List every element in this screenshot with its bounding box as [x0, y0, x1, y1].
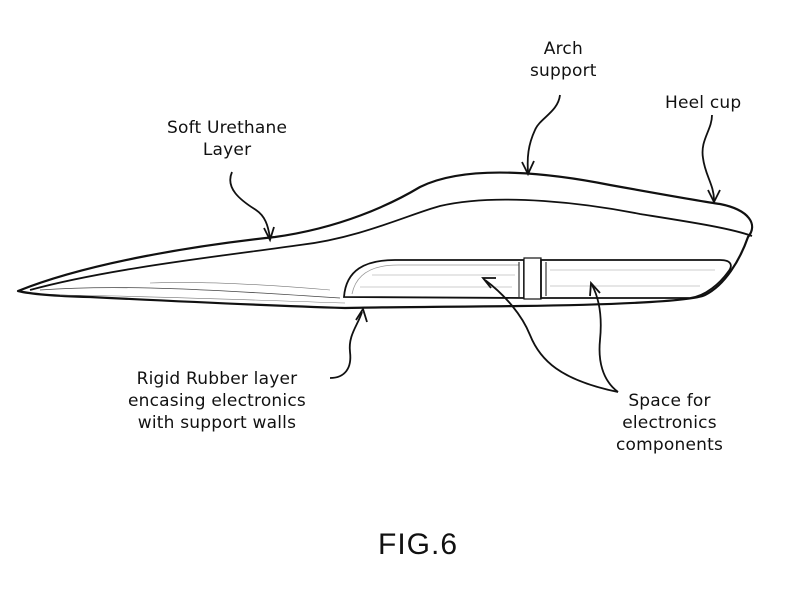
label-heel-cup: Heel cup — [665, 92, 741, 114]
arrowhead — [481, 277, 496, 289]
arrowhead — [355, 306, 368, 323]
electronics-cavity-rear — [540, 259, 732, 299]
insole-outline — [16, 171, 754, 310]
urethane-layer-boundary — [29, 198, 753, 291]
leader-electronics-2 — [591, 284, 619, 393]
sole-sheen-line — [59, 294, 346, 304]
label-line: encasing electronics — [128, 391, 306, 411]
arrowhead — [589, 280, 601, 297]
leader-heel-cup — [701, 114, 715, 201]
label-line: electronics — [622, 413, 717, 433]
leader-electronics-1 — [484, 279, 619, 393]
label-electronics-space: Space for electronics components — [616, 390, 723, 456]
label-line: Heel cup — [665, 93, 742, 113]
label-line: with support walls — [137, 413, 297, 433]
leader-rigid-rubber — [329, 311, 363, 379]
figure-label: FIG.6 — [378, 528, 459, 561]
label-soft-urethane: Soft Urethane Layer — [167, 117, 287, 161]
label-line: components — [616, 435, 724, 455]
label-arch-support: Arch support — [530, 38, 597, 82]
arrowhead — [263, 226, 275, 243]
label-line: Space for — [628, 391, 711, 411]
sole-sheen-line — [39, 287, 341, 299]
label-line: support — [530, 61, 597, 81]
label-line: Soft Urethane — [167, 118, 288, 138]
arrowhead — [707, 189, 721, 205]
arrowhead — [521, 160, 535, 177]
leader-soft-urethane — [229, 171, 271, 239]
electronics-cavity-front — [343, 259, 525, 299]
label-line: Rigid Rubber layer — [136, 369, 298, 389]
leader-arch-support — [526, 94, 561, 173]
label-line: Layer — [202, 140, 252, 160]
label-line: Arch — [543, 39, 583, 59]
support-wall — [523, 257, 542, 300]
label-rigid-rubber: Rigid Rubber layer encasing electronics … — [128, 368, 306, 434]
sole-sheen-line — [149, 282, 331, 291]
